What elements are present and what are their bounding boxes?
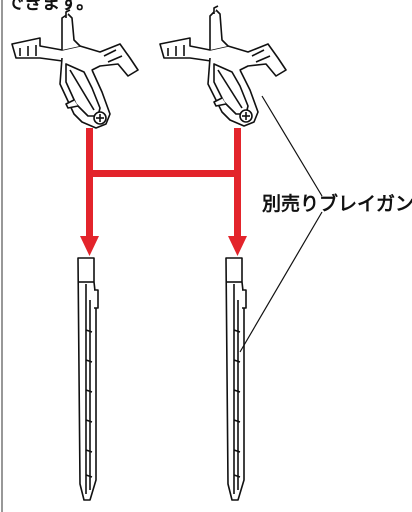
blade-left: [77, 257, 99, 501]
callout-label: 別売りブレイガン: [262, 192, 412, 215]
breigun-frame-left: [11, 9, 139, 129]
caption-fragment: できます。: [6, 0, 94, 14]
arrow-connector: [86, 170, 241, 177]
breigun-frame-right: [159, 5, 287, 127]
arrow-left: [80, 128, 99, 256]
assembly-arrows: [80, 128, 247, 256]
arrow-right: [228, 128, 247, 256]
blade-right: [225, 257, 247, 501]
callout-leaders: [239, 95, 323, 353]
